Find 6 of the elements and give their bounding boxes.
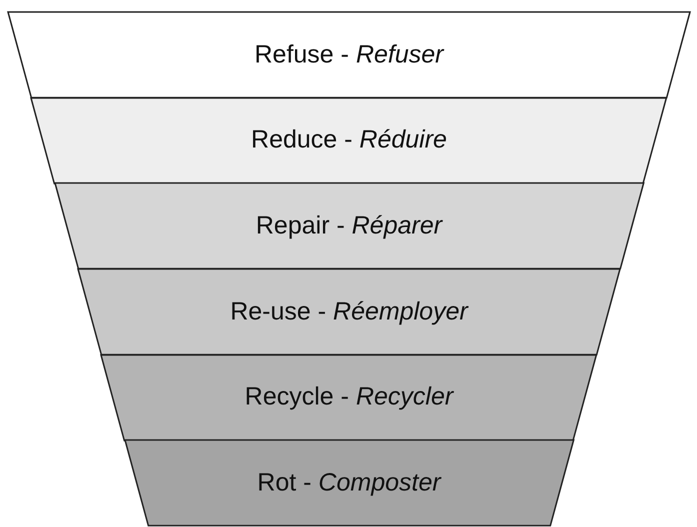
band-label: Reduce - Réduire (251, 126, 447, 155)
band-label: Recycle - Recycler (244, 382, 454, 412)
band-label: Rot - Composter (257, 468, 441, 498)
band-label: Repair - Réparer (256, 212, 442, 241)
band-label: Refuse - Refuser (254, 40, 444, 70)
band-label: Re-use - Réemployer (230, 297, 468, 326)
